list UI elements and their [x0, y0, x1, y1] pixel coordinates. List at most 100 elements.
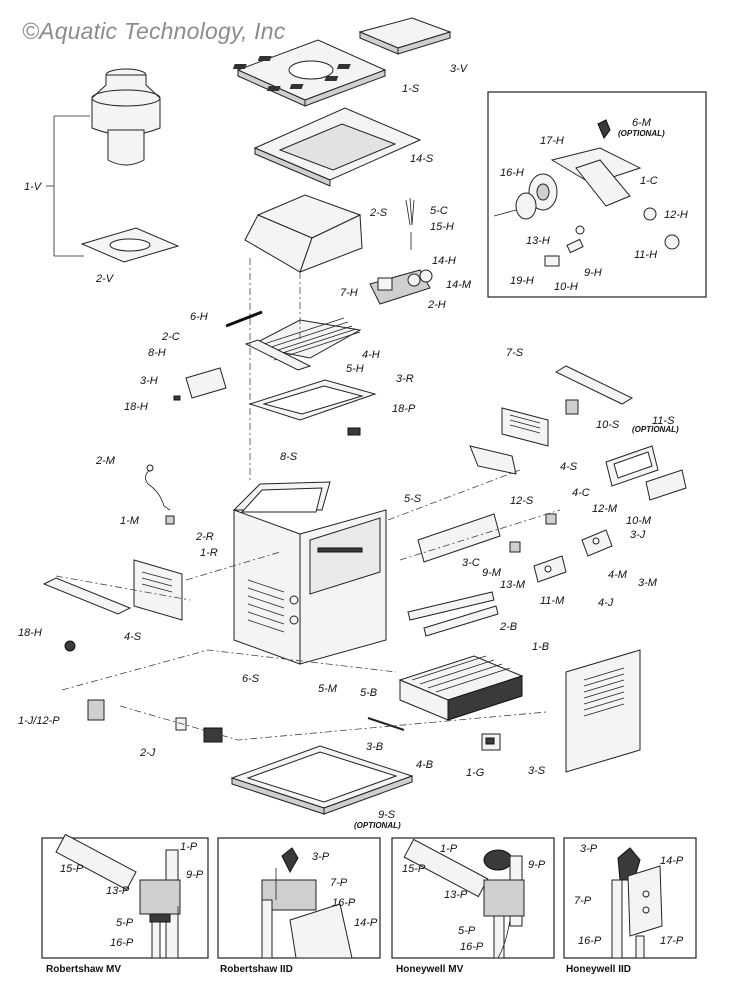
callout-labels: 3-V 1-S 1-V 2-V 14-S 2-S 5-C 15-H 14-H 1…: [18, 63, 688, 830]
label-8s: 8-S: [280, 451, 298, 463]
label-1j-12p: 1-J/12-P: [18, 715, 60, 727]
part-4s-right-panel: [469, 407, 549, 475]
label-4m: 4-M: [608, 569, 628, 581]
label-18p: 18-P: [392, 403, 416, 415]
label-1c: 1-C: [640, 175, 658, 187]
label-4s-left: 4-S: [124, 631, 142, 643]
label-3j: 3-J: [630, 529, 646, 541]
label-p4-3p: 3-P: [580, 843, 598, 855]
assembly-lines: [46, 115, 561, 741]
part-8s-cabinet: [232, 481, 387, 665]
part-6h-rod: [225, 310, 263, 328]
label-p2-3p: 3-P: [312, 851, 330, 863]
label-14m: 14-M: [446, 279, 472, 291]
part-14s-tray: [253, 107, 422, 187]
label-3r: 3-R: [396, 373, 414, 385]
label-p1-1p: 1-P: [180, 841, 198, 853]
part-11s-cover: [605, 445, 687, 501]
label-5s: 5-S: [404, 493, 422, 505]
inset-header-detail: [487, 91, 707, 298]
caption-robertshaw-iid: Robertshaw IID: [220, 964, 293, 975]
label-1b: 1-B: [532, 641, 549, 653]
label-5c: 5-C: [430, 205, 448, 217]
label-9m: 9-M: [482, 567, 502, 579]
label-12h: 12-H: [664, 209, 688, 221]
label-18h-top: 18-H: [124, 401, 148, 413]
label-1r: 1-R: [200, 547, 218, 559]
label-11h: 11-H: [634, 249, 657, 261]
pilot-panel-captions: Robertshaw MV Robertshaw IID Honeywell M…: [46, 964, 631, 975]
label-2j: 2-J: [139, 747, 156, 759]
label-2b: 2-B: [499, 621, 517, 633]
part-3s-door: [565, 649, 641, 773]
label-5b: 5-B: [360, 687, 377, 699]
label-5h: 5-H: [346, 363, 364, 375]
label-13m: 13-M: [500, 579, 526, 591]
label-19h: 19-H: [510, 275, 534, 287]
label-p3-16p: 16-P: [460, 941, 484, 953]
label-10h: 10-H: [554, 281, 578, 293]
part-2s-draft-hood: [244, 194, 363, 273]
pilot-panel-1: [41, 833, 209, 959]
part-10s-bracket: [565, 399, 579, 415]
label-p1-9p: 9-P: [186, 869, 204, 881]
label-6m-optional: (OPTIONAL): [618, 129, 665, 138]
part-1g-module: [481, 733, 501, 751]
label-10s: 10-S: [596, 419, 620, 431]
label-12s: 12-S: [510, 495, 534, 507]
label-p2-7p: 7-P: [330, 877, 348, 889]
label-p1-15p: 15-P: [60, 863, 84, 875]
part-5c-15h-wires: [405, 197, 415, 250]
label-9h: 9-H: [584, 267, 602, 279]
part-3r-frame: [248, 379, 377, 436]
label-14s: 14-S: [410, 153, 434, 165]
label-p4-7p: 7-P: [574, 895, 592, 907]
caption-honeywell-iid: Honeywell IID: [566, 964, 631, 975]
label-3m: 3-M: [638, 577, 658, 589]
label-7s: 7-S: [506, 347, 524, 359]
part-2b-rails: [407, 591, 499, 637]
label-3c: 3-C: [462, 557, 480, 569]
label-3v: 3-V: [450, 63, 469, 75]
label-p3-15p: 15-P: [402, 863, 426, 875]
label-11s: 11-S: [652, 415, 675, 427]
part-3v-cap: [358, 17, 452, 55]
label-3b: 3-B: [366, 741, 383, 753]
label-11s-optional: (OPTIONAL): [632, 425, 679, 434]
part-4h-heat-exchanger: [244, 317, 362, 371]
part-11m-control: [509, 513, 613, 583]
pilot-panel-2: [217, 837, 381, 959]
label-13h: 13-H: [526, 235, 550, 247]
label-p2-14p: 14-P: [354, 917, 378, 929]
part-2h-header: [369, 269, 433, 305]
label-p1-5p: 5-P: [116, 917, 134, 929]
label-9s: 9-S: [378, 809, 396, 821]
label-2v: 2-V: [95, 273, 115, 285]
label-4s-right: 4-S: [560, 461, 578, 473]
label-6h: 6-H: [190, 311, 208, 323]
part-1v-vent-hood: [91, 68, 161, 166]
label-1g: 1-G: [466, 767, 485, 779]
label-p4-14p: 14-P: [660, 855, 684, 867]
watermark: ©Aquatic Technology, Inc: [22, 18, 286, 44]
label-p4-17p: 17-P: [660, 935, 684, 947]
label-1s: 1-S: [402, 83, 420, 95]
caption-robertshaw-mv: Robertshaw MV: [46, 964, 121, 975]
label-10m: 10-M: [626, 515, 652, 527]
pilot-panel-4: [563, 837, 697, 959]
part-3h-header: [173, 367, 227, 401]
part-2m-thermostat: [145, 464, 175, 525]
label-17h: 17-H: [540, 135, 564, 147]
label-3s: 3-S: [528, 765, 546, 777]
label-4b: 4-B: [416, 759, 433, 771]
part-1b-burner-tray: [398, 655, 524, 721]
label-1m: 1-M: [120, 515, 140, 527]
label-11m: 11-M: [540, 595, 565, 607]
label-p3-9p: 9-P: [528, 859, 546, 871]
label-4j: 4-J: [598, 597, 614, 609]
label-9s-optional: (OPTIONAL): [354, 821, 401, 830]
label-7h: 7-H: [340, 287, 358, 299]
label-2s: 2-S: [369, 207, 388, 219]
